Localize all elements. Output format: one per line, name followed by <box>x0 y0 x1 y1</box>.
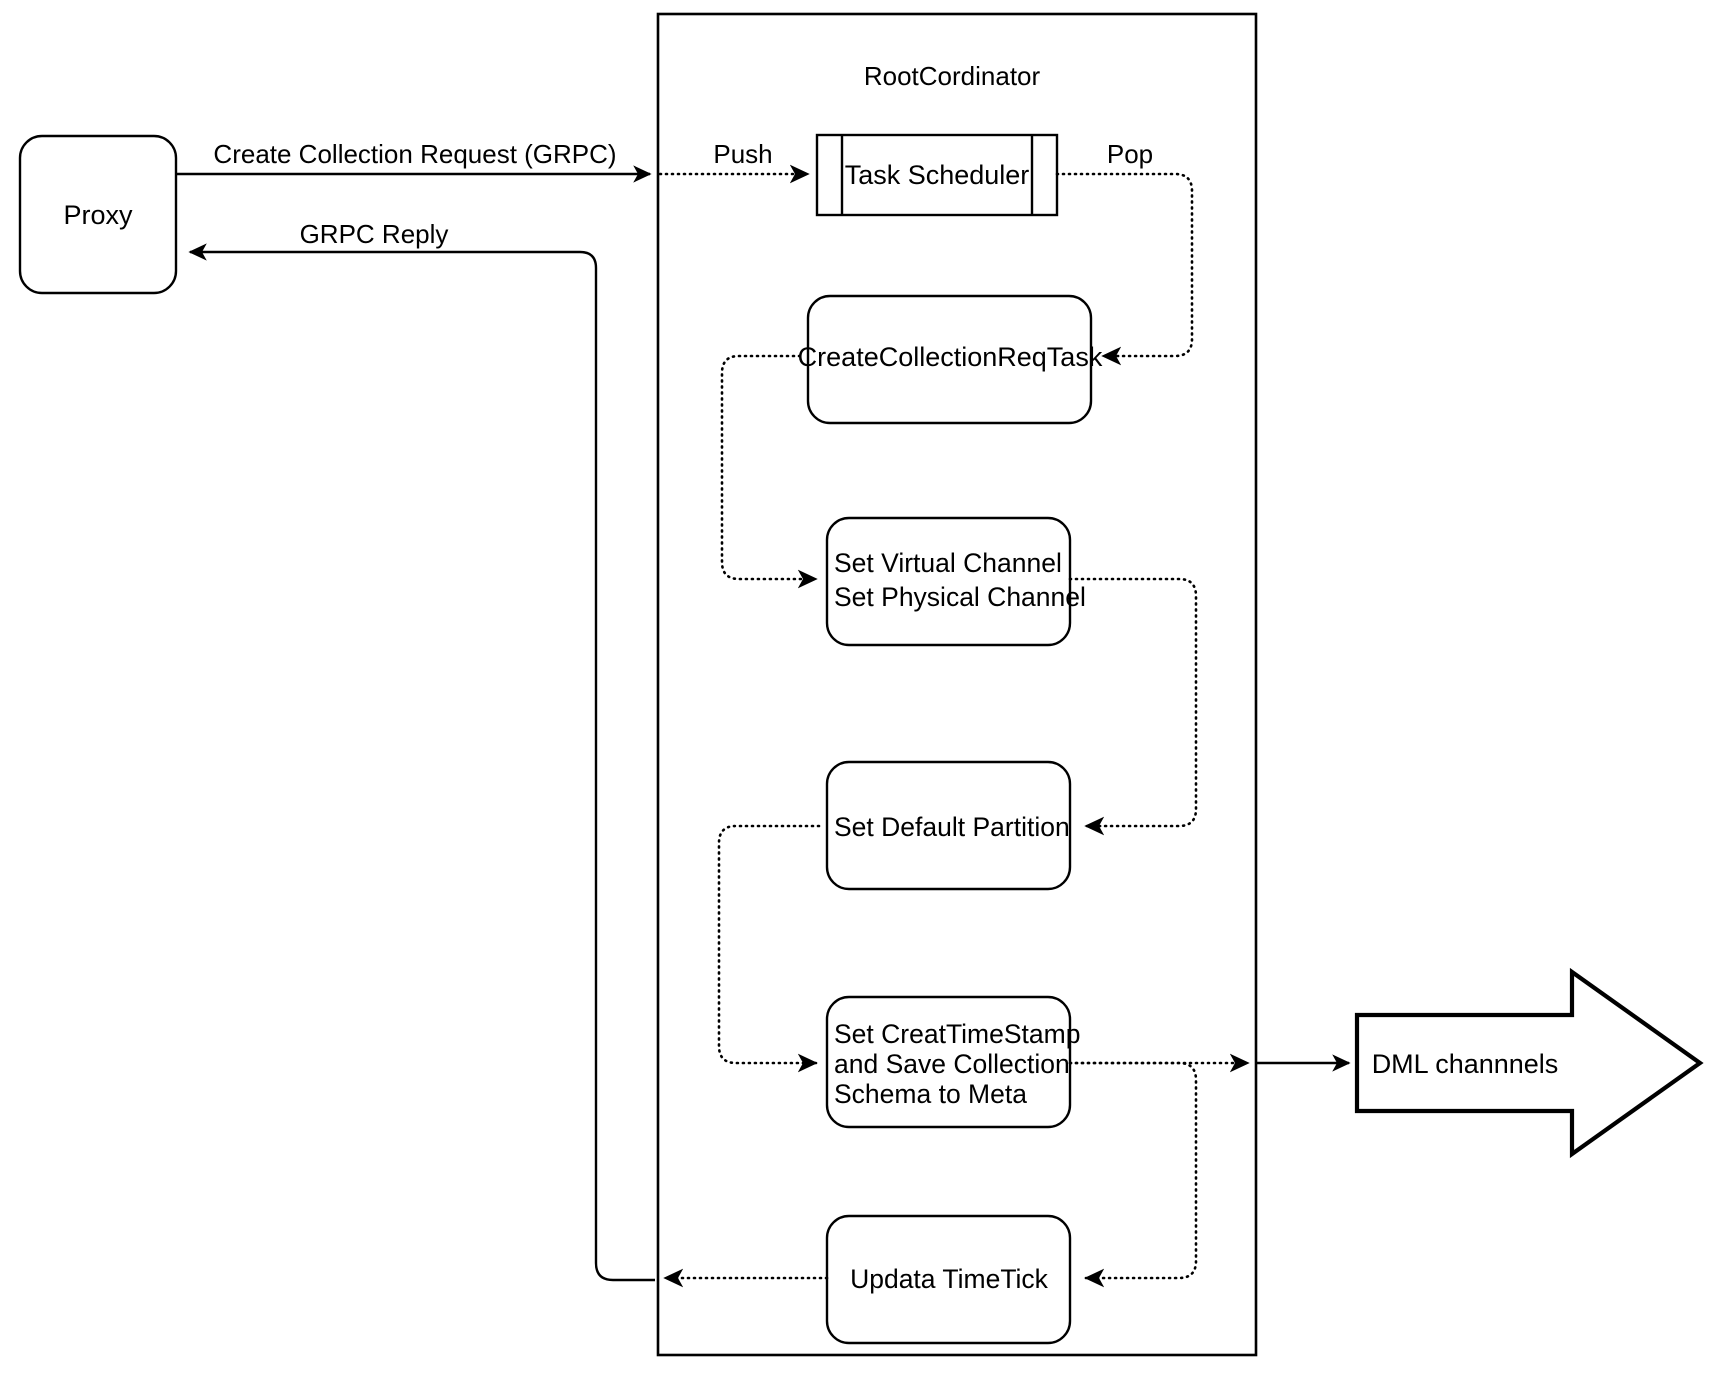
update-timetick-node[interactable] <box>825 1214 1072 1345</box>
set-channel-label-line1: Set Virtual Channel <box>834 548 1062 578</box>
edge-set-channel-to-partition <box>1068 577 1198 836</box>
create-collection-req-task-node[interactable] <box>806 294 1093 425</box>
set-timestamp-label-line1: Set CreatTimeStamp <box>834 1019 1080 1049</box>
proxy-label: Proxy <box>63 200 133 230</box>
edge-label-grpc-reply: GRPC Reply <box>300 219 449 249</box>
set-channel-node[interactable] <box>825 516 1072 647</box>
set-default-partition-node[interactable] <box>825 760 1072 891</box>
rootcordinator-container <box>656 12 1258 1357</box>
edge-task-to-set-channel <box>720 354 818 589</box>
proxy-node[interactable] <box>18 134 178 295</box>
edge-partition-to-timestamp <box>717 824 821 1073</box>
dml-channels-label: DML channnels <box>1372 1049 1559 1079</box>
edge-label-pop: Pop <box>1107 139 1153 169</box>
task-scheduler-node[interactable] <box>815 133 1059 217</box>
set-channel-label-line2: Set Physical Channel <box>834 582 1086 612</box>
edge-pop <box>1055 172 1194 366</box>
set-timestamp-label-line3: Schema to Meta <box>834 1079 1027 1109</box>
update-timetick-label: Updata TimeTick <box>850 1264 1049 1294</box>
task-scheduler-label: Task Scheduler <box>845 160 1030 190</box>
edge-label-push: Push <box>713 139 772 169</box>
dml-channels-arrow[interactable] <box>1354 967 1704 1159</box>
rootcordinator-label: RootCordinator <box>864 61 1041 91</box>
edge-timestamp-to-timetick <box>1068 1061 1198 1288</box>
edge-grpc-reply <box>188 243 655 1282</box>
edge-label-create-collection-request: Create Collection Request (GRPC) <box>213 139 616 169</box>
set-timestamp-label-line2: and Save Collection <box>834 1049 1070 1079</box>
create-collection-req-task-label: CreateCollectionReqTask <box>798 342 1103 372</box>
set-default-partition-label: Set Default Partition <box>834 812 1070 842</box>
